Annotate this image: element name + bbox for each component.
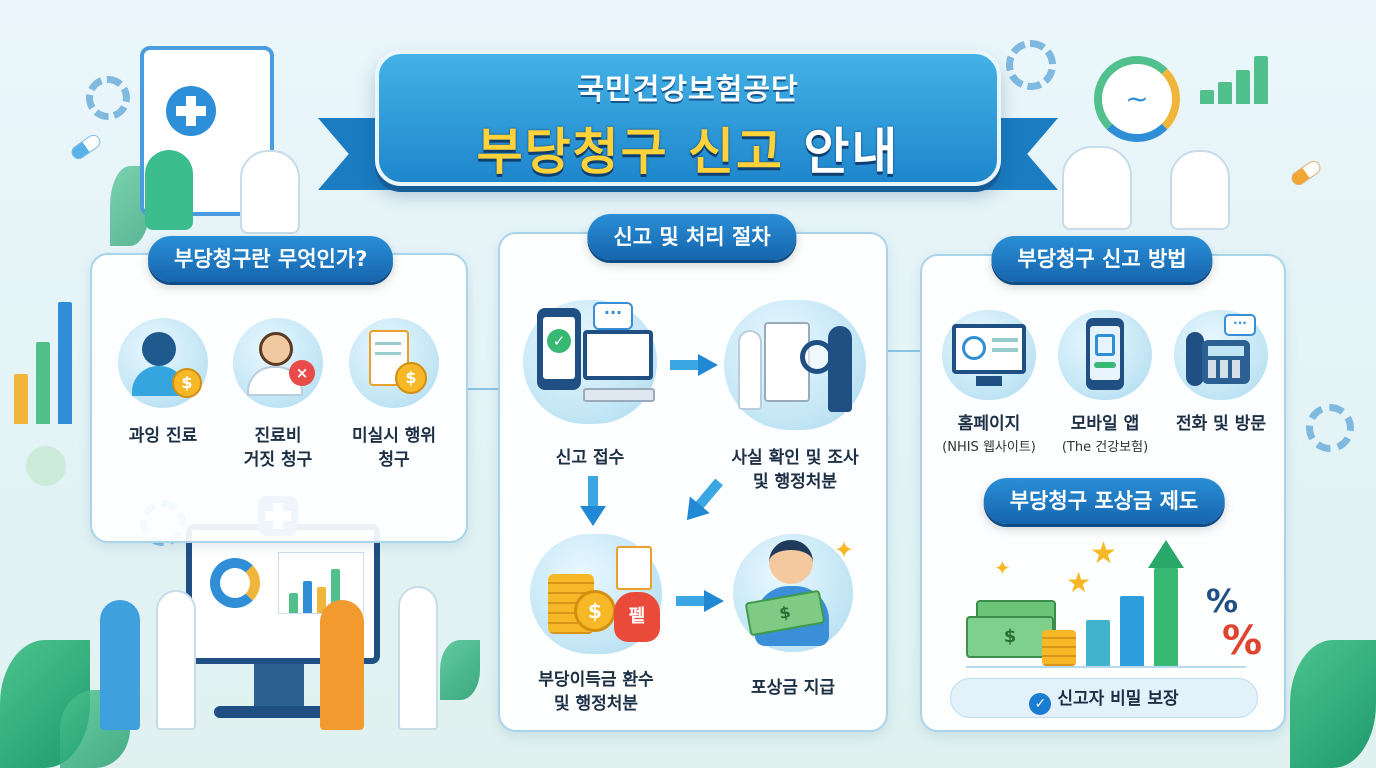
definition-item-label: 미실시 행위 청구 <box>351 426 437 470</box>
method-label: 전화 및 방문 <box>1175 414 1267 434</box>
gear-icon <box>86 76 130 120</box>
reward-heading: 부당청구 포상금 제도 <box>983 478 1225 524</box>
doctor-illustration <box>240 150 300 234</box>
percent-icon: % <box>1222 618 1263 664</box>
process-arrow <box>580 476 606 526</box>
money-stack-icon: $ <box>966 580 1076 666</box>
chat-bubble-icon: ··· <box>593 302 633 330</box>
staff-illustration <box>156 590 196 730</box>
medical-cross-icon <box>166 86 216 136</box>
method-label: 모바일 앱 <box>1070 414 1140 434</box>
website-icon <box>942 310 1036 400</box>
phone-computer-icon: ✓ <box>523 300 657 424</box>
staff-illustration <box>100 600 140 730</box>
doctor-illustration <box>1062 146 1132 230</box>
doctor-coin-icon: $ <box>118 318 208 408</box>
title-banner: 국민건강보험공단 부당청구 신고 안내 <box>375 50 1001 186</box>
method-sublabel: (The 건강보험) <box>1061 440 1149 455</box>
doctor-x-icon: × <box>233 318 323 408</box>
process-step-label: 포상금 지급 <box>750 678 836 698</box>
definition-item-label: 과잉 진료 <box>128 426 198 446</box>
definition-item-label: 진료비 거짓 청구 <box>243 426 313 470</box>
gear-icon <box>1306 404 1354 452</box>
sparkle-icon: ✦ <box>994 556 1011 580</box>
leaf-decoration-icon <box>1290 640 1376 768</box>
investigation-icon <box>724 300 866 430</box>
capsule-icon <box>26 446 66 486</box>
process-arrow <box>676 590 724 612</box>
process-arrow <box>670 354 718 376</box>
banner-title: 부당청구 신고 안내 <box>476 123 900 181</box>
capsule-icon <box>68 132 104 162</box>
confidentiality-badge: ✓신고자 비밀 보장 <box>950 678 1258 718</box>
heartbeat-monitor-icon: ~ <box>1094 56 1180 142</box>
reward-person-icon: $ <box>733 534 853 652</box>
method-sublabel: (NHIS 웹사이트) <box>942 440 1036 455</box>
coins-bag-icon: $ 펱 <box>530 534 662 654</box>
telephone-icon: ··· <box>1174 310 1268 400</box>
growth-chart-icon <box>1086 540 1196 668</box>
methods-heading: 부당청구 신고 방법 <box>991 236 1213 282</box>
capsule-icon <box>1288 158 1324 188</box>
star-icon: ★ <box>1090 536 1117 571</box>
nurse-illustration <box>145 150 193 230</box>
percent-icon: % <box>1206 582 1239 620</box>
bar-chart-decoration-icon <box>1200 54 1270 104</box>
process-step-label: 사실 확인 및 조사 및 행정처분 <box>731 448 859 492</box>
staff-illustration <box>320 600 364 730</box>
banner-subtitle: 국민건강보험공단 <box>577 72 799 106</box>
staff-illustration <box>398 586 438 730</box>
doctor-illustration <box>1170 150 1230 230</box>
process-step-label: 부당이득금 환수 및 행정처분 <box>538 670 654 714</box>
donut-chart-icon <box>210 558 260 608</box>
gear-icon <box>1006 40 1056 90</box>
mobile-app-icon <box>1058 310 1152 400</box>
sparkle-icon: ✦ <box>834 536 855 564</box>
method-label: 홈페이지 <box>957 414 1021 434</box>
invoice-coin-icon: $ <box>349 318 439 408</box>
leaf-decoration-icon <box>440 640 480 700</box>
star-icon: ★ <box>1066 566 1092 599</box>
bar-chart-decoration-icon <box>14 300 74 424</box>
process-heading: 신고 및 처리 절차 <box>587 214 797 260</box>
definition-heading: 부당청구란 무엇인가? <box>148 236 394 282</box>
check-icon: ✓ <box>1029 693 1052 715</box>
process-step-label: 신고 접수 <box>555 448 625 468</box>
